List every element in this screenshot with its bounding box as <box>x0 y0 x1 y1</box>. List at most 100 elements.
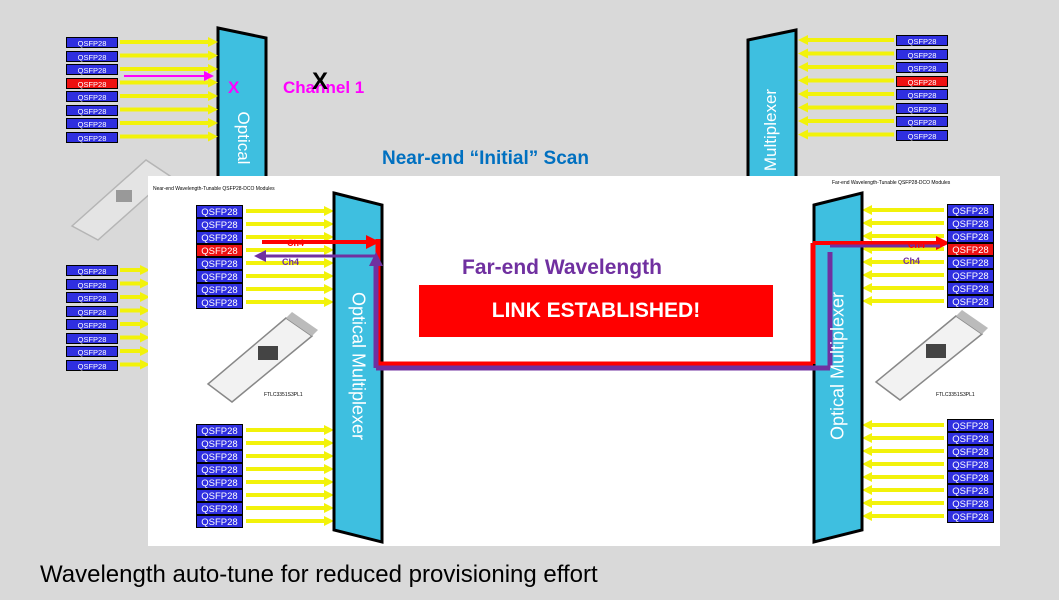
yellow-arrowhead <box>140 359 150 370</box>
far-end-lower-qsfp28-module-5: QSFP28 <box>947 471 994 484</box>
bg-left-lower-qsfp28-module-1: QSFP28 <box>66 265 118 276</box>
far-end-qsfp28-module-4: QSFP28 <box>947 243 994 256</box>
far-end-transceiver-image <box>874 310 988 401</box>
near-end-part-number: FTLC3351S3PL1 <box>264 392 303 398</box>
yellow-arrowhead <box>798 48 808 59</box>
far-end-qsfp28-module-8: QSFP28 <box>947 295 994 308</box>
near-end-qsfp28-module-7: QSFP28 <box>196 283 243 296</box>
yellow-arrowhead <box>862 420 872 430</box>
far-end-ch4-red-label: Ch4 <box>908 240 926 250</box>
near-end-qsfp28-module-5: QSFP28 <box>196 257 243 270</box>
bg-left-qsfp28-module-8: QSFP28 <box>66 131 118 143</box>
near-end-transceiver-image <box>206 312 318 403</box>
scan-title: Near-end “Initial” Scan <box>382 148 589 169</box>
bg-right-qsfp28-module-6: QSFP28 <box>896 102 948 114</box>
yellow-arrowhead <box>862 218 872 228</box>
bg-left-lower-qsfp28-module-8: QSFP28 <box>66 359 118 371</box>
yellow-arrowhead <box>324 206 334 216</box>
near-end-title: Near-end Wavelength-Tunable QSFP28-DCO M… <box>153 186 275 192</box>
far-end-wavelength-heading: Far-end Wavelength <box>462 256 662 279</box>
bg-yellow-arrows-mid-left <box>120 265 150 370</box>
near-end-yellow-arrows-top <box>246 206 334 307</box>
yellow-arrowhead <box>208 50 218 61</box>
slide-caption: Wavelength auto-tune for reduced provisi… <box>40 561 598 588</box>
near-end-lower-qsfp28-module-3: QSFP28 <box>196 450 243 463</box>
yellow-arrowhead <box>324 258 334 268</box>
bg-left-lower-qsfp28-module-3: QSFP28 <box>66 292 118 303</box>
bg-channel-label: Channel 1 <box>283 78 365 97</box>
far-end-lower-qsfp28-module-1: QSFP28 <box>947 419 994 432</box>
yellow-arrowhead <box>324 232 334 242</box>
yellow-arrowhead <box>862 296 872 306</box>
yellow-arrowhead <box>324 516 334 526</box>
yellow-arrowhead <box>140 332 150 343</box>
near-end-multiplexer <box>332 191 384 544</box>
bg-right-qsfp28-module-1: QSFP28 <box>896 35 948 46</box>
purple-link-path <box>254 244 940 371</box>
yellow-arrowhead <box>140 346 150 356</box>
yellow-arrowhead <box>798 116 808 126</box>
yellow-arrowhead <box>140 305 150 316</box>
yellow-arrowhead <box>324 477 334 487</box>
far-end-qsfp28-module-5: QSFP28 <box>947 256 994 269</box>
bg-left-qsfp28-module-7: QSFP28 <box>66 118 118 129</box>
near-end-ch4-purple-label: Ch4 <box>282 257 300 267</box>
bg-left-lower-qsfp28-module-7: QSFP28 <box>66 346 118 357</box>
yellow-arrowhead <box>798 75 808 86</box>
near-end-lower-qsfp28-module-4: QSFP28 <box>196 463 243 476</box>
yellow-arrowhead <box>208 131 218 142</box>
far-end-qsfp28-module-6: QSFP28 <box>947 269 994 282</box>
near-end-qsfp28-module-8: QSFP28 <box>196 296 243 309</box>
near-end-lower-qsfp28-module-2: QSFP28 <box>196 437 243 450</box>
yellow-arrowhead <box>798 62 808 72</box>
yellow-arrowhead <box>324 271 334 281</box>
near-end-mux-label: Optical Multiplexer <box>348 291 369 441</box>
bg-right-qsfp28-module-3: QSFP28 <box>896 62 948 73</box>
bg-left-lower-qsfp28-module-2: QSFP28 <box>66 278 118 290</box>
yellow-arrowhead <box>798 89 808 99</box>
yellow-arrowhead <box>862 270 872 280</box>
yellow-arrowhead <box>208 91 218 101</box>
yellow-arrowhead <box>324 503 334 513</box>
yellow-arrowhead <box>324 451 334 461</box>
far-end-lower-qsfp28-module-8: QSFP28 <box>947 510 994 523</box>
yellow-arrowhead <box>324 219 334 229</box>
near-end-lower-qsfp28-module-5: QSFP28 <box>196 476 243 489</box>
bg-right-qsfp28-module-8: QSFP28 <box>896 129 948 141</box>
near-end-qsfp28-module-2: QSFP28 <box>196 218 243 231</box>
yellow-arrowhead <box>862 498 872 508</box>
bg-left-lower-qsfp28-module-5: QSFP28 <box>66 319 118 330</box>
link-status-banner: LINK ESTABLISHED! <box>419 285 773 337</box>
yellow-arrowhead <box>862 472 872 482</box>
bg-yellow-arrows-top-right <box>798 35 894 140</box>
bg-left-qsfp28-module-3: QSFP28 <box>66 64 118 75</box>
far-end-yellow-arrows-top <box>862 205 944 306</box>
far-end-lower-qsfp28-module-4: QSFP28 <box>947 458 994 471</box>
far-end-lower-qsfp28-module-2: QSFP28 <box>947 432 994 445</box>
near-end-lower-qsfp28-module-6: QSFP28 <box>196 489 243 502</box>
yellow-arrowhead <box>140 319 150 329</box>
far-end-yellow-arrows-bottom <box>862 420 944 521</box>
far-end-qsfp28-module-1: QSFP28 <box>947 204 994 217</box>
bg-right-qsfp28-module-4: QSFP28 <box>896 75 948 87</box>
bg-left-qsfp28-module-4: QSFP28 <box>66 77 118 89</box>
yellow-arrowhead <box>140 265 150 275</box>
yellow-arrowhead <box>798 35 808 45</box>
bg-left-qsfp28-module-6: QSFP28 <box>66 104 118 116</box>
yellow-arrowhead <box>324 438 334 448</box>
yellow-arrowhead <box>862 257 872 267</box>
bg-left-lower-qsfp28-module-6: QSFP28 <box>66 332 118 344</box>
near-end-lower-qsfp28-module-7: QSFP28 <box>196 502 243 515</box>
bg-right-qsfp28-module-5: QSFP28 <box>896 89 948 100</box>
near-end-qsfp28-module-4: QSFP28 <box>196 244 243 257</box>
yellow-arrowhead <box>324 245 334 255</box>
bg-left-qsfp28-module-5: QSFP28 <box>66 91 118 102</box>
yellow-arrowhead <box>862 433 872 443</box>
far-end-qsfp28-module-2: QSFP28 <box>947 217 994 230</box>
near-end-qsfp28-module-6: QSFP28 <box>196 270 243 283</box>
far-end-qsfp28-module-7: QSFP28 <box>947 282 994 295</box>
yellow-arrowhead <box>862 511 872 521</box>
far-end-ch4-purple-label: Ch4 <box>903 256 921 266</box>
bg-left-qsfp28-module-2: QSFP28 <box>66 50 118 62</box>
